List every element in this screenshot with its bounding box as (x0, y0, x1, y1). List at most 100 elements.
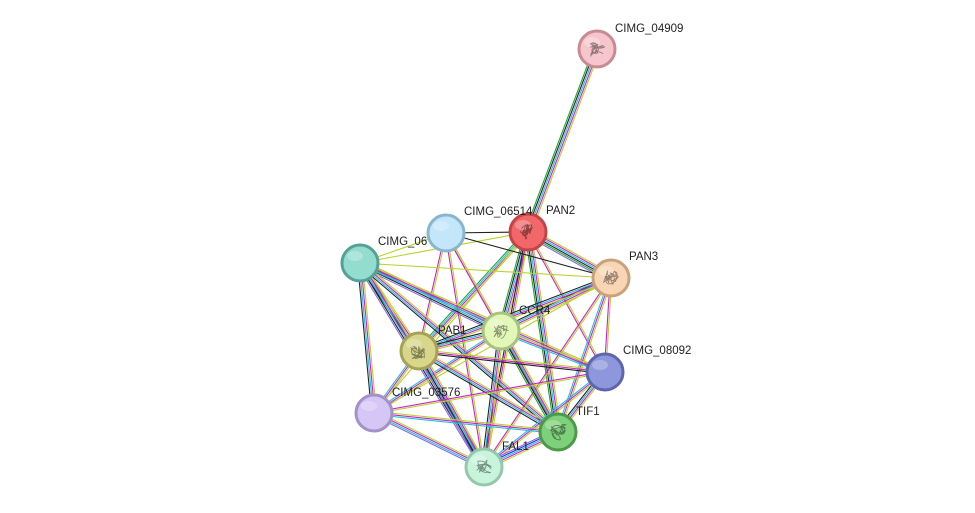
node-cimg_06514[interactable]: CIMG_06514 (426, 206, 533, 253)
edge-PAB1-FAL1[interactable] (415, 349, 488, 469)
edge-PAN2-CIMG_03576[interactable] (373, 231, 529, 414)
edge-evidence-experiments (373, 330, 502, 414)
node-pan2[interactable]: PAN2 (508, 205, 575, 252)
edge-evidence-coexpression (358, 264, 557, 435)
edge-evidence-textmining (419, 233, 448, 352)
protein-structure-icon (476, 459, 492, 474)
edge-evidence-textmining (374, 372, 606, 415)
edge-evidence-textmining (374, 331, 503, 415)
edge-evidence-databases (359, 262, 502, 332)
edge-PAN2-PAB1[interactable] (416, 230, 531, 353)
edge-evidence-databases (372, 329, 501, 413)
edge-evidence-coexpression (359, 263, 501, 333)
edge-evidence-homology (358, 265, 500, 335)
edge-evidence-experiments (528, 49, 600, 233)
node-highlight (598, 266, 614, 276)
edge-evidence-experiments (557, 277, 612, 433)
node-circle (354, 393, 394, 433)
edge-evidence-experiments (529, 231, 561, 432)
node-highlight (361, 401, 377, 411)
edge-evidence-textmining (373, 231, 529, 414)
edge-evidence-experiments (373, 370, 605, 413)
edge-evidence-textmining (361, 262, 377, 413)
node-highlight (347, 251, 363, 261)
edge-evidence-experiments (482, 277, 611, 467)
edge-evidence-textmining (421, 349, 488, 466)
edge-PAN3-FAL1[interactable] (482, 277, 613, 468)
edge-evidence-databases (527, 48, 598, 233)
edge-evidence-textmining (419, 348, 606, 371)
node-cimg_06[interactable]: CIMG_06 (340, 236, 427, 283)
edge-evidence-databases (418, 231, 528, 351)
edge-CIMG_03576-FAL1[interactable] (372, 410, 486, 470)
node-cimg_04909[interactable]: CIMG_04909 (577, 23, 683, 69)
edge-evidence-textmining (359, 262, 612, 279)
edge-evidence-coexpression (445, 232, 612, 279)
edge-evidence-experiments (444, 233, 484, 468)
node-cimg_03576[interactable]: CIMG_03576 (354, 387, 460, 433)
node-tif1[interactable]: TIF1 (538, 406, 600, 452)
node-label: PAB1 (438, 325, 467, 337)
edge-CIMG_06-CCR4[interactable] (358, 259, 503, 335)
edge-evidence-databases (482, 370, 605, 467)
edge-evidence-databases (418, 276, 611, 351)
edge-evidence-experiments (484, 331, 503, 468)
edge-evidence-databases (373, 413, 484, 469)
edge-evidence-textmining (361, 259, 503, 329)
edge-evidence-coexpression (417, 351, 484, 469)
edge-evidence-databases (482, 330, 501, 467)
edge-evidence-textmining (420, 233, 531, 353)
edge-evidence-coexpression (418, 352, 605, 375)
node-label: PAN3 (629, 251, 658, 263)
node-circle (426, 213, 466, 253)
edge-evidence-textmining (484, 278, 613, 468)
node-highlight (592, 360, 608, 370)
node-highlight (406, 339, 422, 349)
edge-CCR4-FAL1[interactable] (481, 330, 504, 468)
node-label: CIMG_08092 (623, 345, 691, 357)
protein-structure-icon (493, 324, 509, 339)
node-circle (340, 243, 380, 283)
edge-CIMG_04909-PAN2[interactable] (524, 47, 601, 234)
edge-CCR4-CIMG_03576[interactable] (372, 329, 503, 415)
edge-evidence-databases (358, 263, 374, 414)
node-circle (399, 331, 439, 371)
edge-PAN2-TIF1[interactable] (524, 231, 562, 433)
edge-evidence-experiments (417, 232, 446, 351)
edge-evidence-coexpression (357, 263, 373, 414)
node-circle (464, 447, 504, 487)
edge-CIMG_06514-PAB1[interactable] (417, 232, 448, 352)
node-label: CIMG_04909 (615, 23, 683, 35)
edge-evidence-textmining (360, 261, 606, 372)
edge-evidence-textmining (374, 410, 486, 466)
edge-CIMG_06514-PAN3[interactable] (445, 232, 612, 279)
edge-evidence-databases (373, 414, 558, 435)
edge-evidence-experiments (374, 411, 485, 467)
edge-evidence-neighborhood (524, 232, 556, 433)
edge-evidence-databases (418, 350, 485, 468)
edge-CIMG_06-PAN3[interactable] (359, 262, 612, 279)
edge-evidence-experiments (360, 262, 376, 413)
edge-evidence-experiments (373, 412, 559, 433)
node-fal1[interactable]: FAL1 (464, 441, 529, 487)
edge-PAB1-CIMG_08092[interactable] (418, 348, 606, 375)
node-highlight (433, 221, 449, 231)
edge-evidence-textmining (558, 278, 614, 433)
node-label: CCR4 (519, 305, 551, 317)
protein-structure-icon (549, 424, 567, 441)
node-pab1[interactable]: PAB1 (399, 325, 467, 371)
edge-CIMG_03576-TIF1[interactable] (373, 410, 559, 435)
edge-evidence-homology (415, 352, 482, 469)
edge-evidence-textmining (374, 410, 559, 431)
protein-structure-icon (603, 270, 619, 286)
node-cimg_08092[interactable]: CIMG_08092 (585, 345, 691, 392)
node-pan3[interactable]: PAN3 (591, 251, 658, 298)
node-ccr4[interactable]: CCR4 (481, 305, 551, 351)
edge-CIMG_08092-CIMG_03576[interactable] (373, 370, 606, 415)
edge-evidence-neighborhood (524, 47, 595, 232)
edge-evidence-experiments (418, 350, 606, 373)
protein-structure-icon (519, 223, 534, 240)
edge-evidence-coexpression (417, 275, 611, 350)
edge-CIMG_06-CIMG_03576[interactable] (357, 262, 377, 414)
